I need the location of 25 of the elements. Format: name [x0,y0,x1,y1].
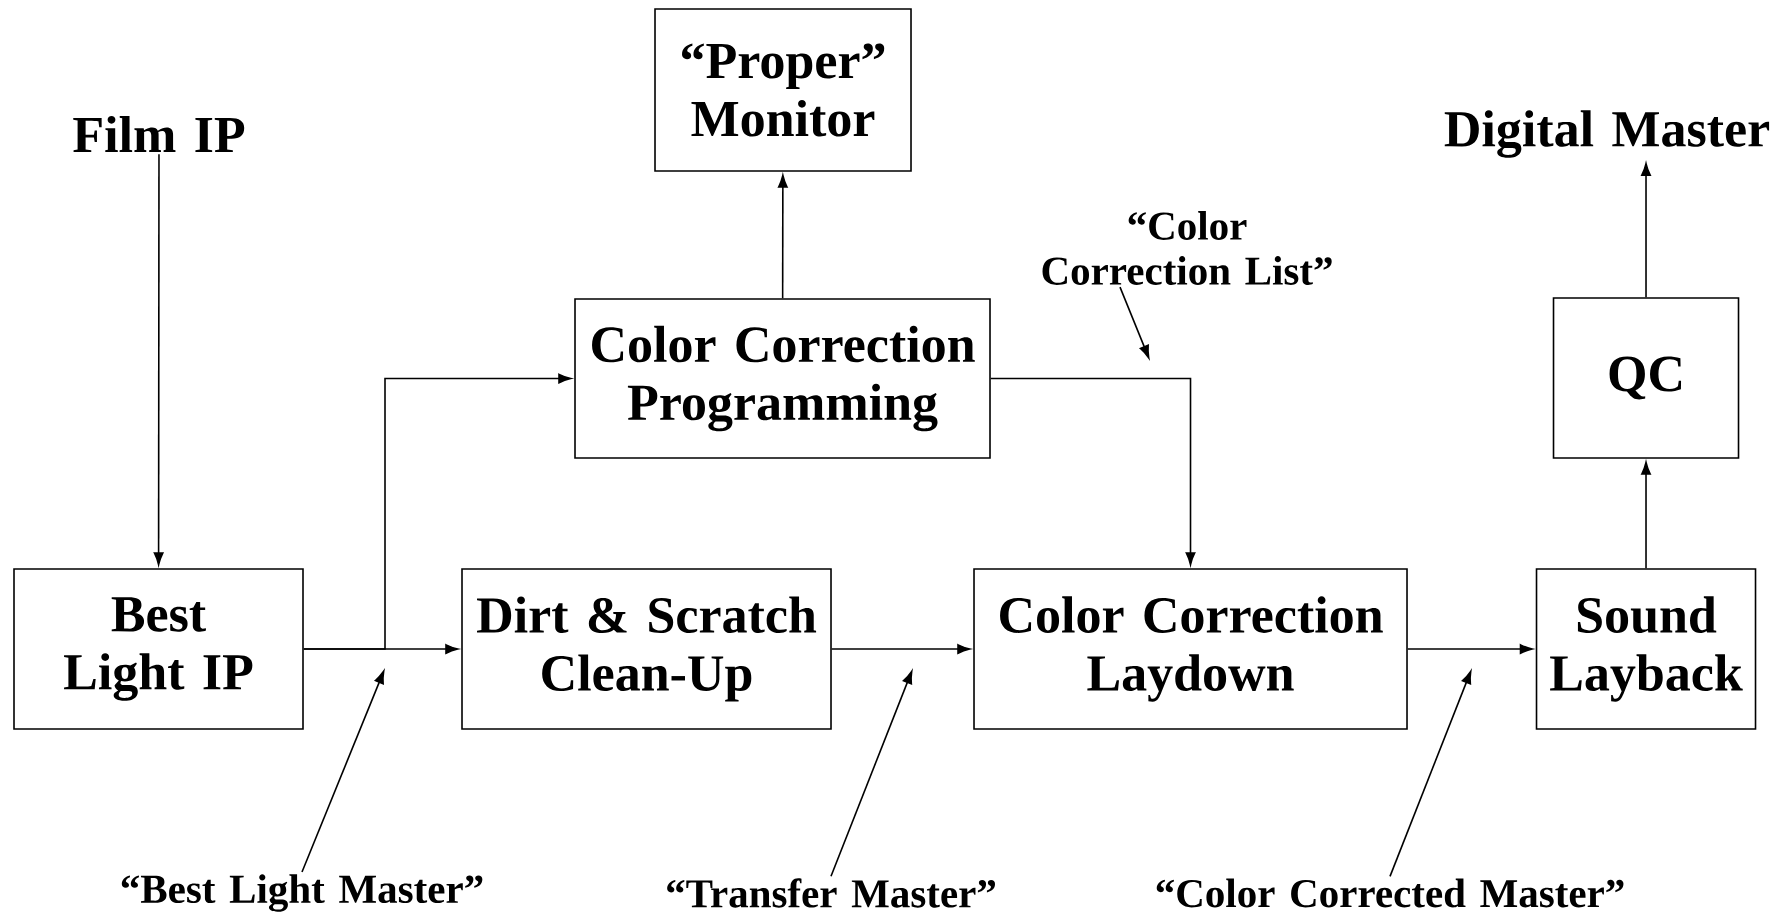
process-box: Color Correction Laydown [973,568,1408,730]
leader-line [1119,286,1150,359]
arrow [303,373,572,650]
callout-label: “Transfer Master” [667,878,995,908]
leader-line [301,670,385,873]
source-label: Film IP [73,115,245,153]
leader-line [1389,670,1472,878]
process-box: Sound Layback [1535,568,1757,730]
arrow [777,174,788,299]
arrow [1407,644,1533,654]
arrow [153,153,164,566]
callout-label: “Color Correction List” [1042,211,1332,285]
callout-label: “Color Corrected Master” [1156,878,1624,908]
output-label: Digital Master [1444,110,1770,158]
process-box: “Proper” Monitor [654,8,912,172]
process-box: Dirt & Scratch Clean-Up [461,568,832,730]
callout-label: “Best Light Master” [121,874,483,912]
arrow [1641,162,1651,298]
process-box: Best Light IP [13,568,304,730]
process-box: QC [1552,297,1740,459]
leader-line [830,670,913,877]
arrow [1641,461,1651,569]
arrow [831,644,971,654]
process-box: Color Correction Programming [574,298,991,459]
arrow [990,377,1196,566]
